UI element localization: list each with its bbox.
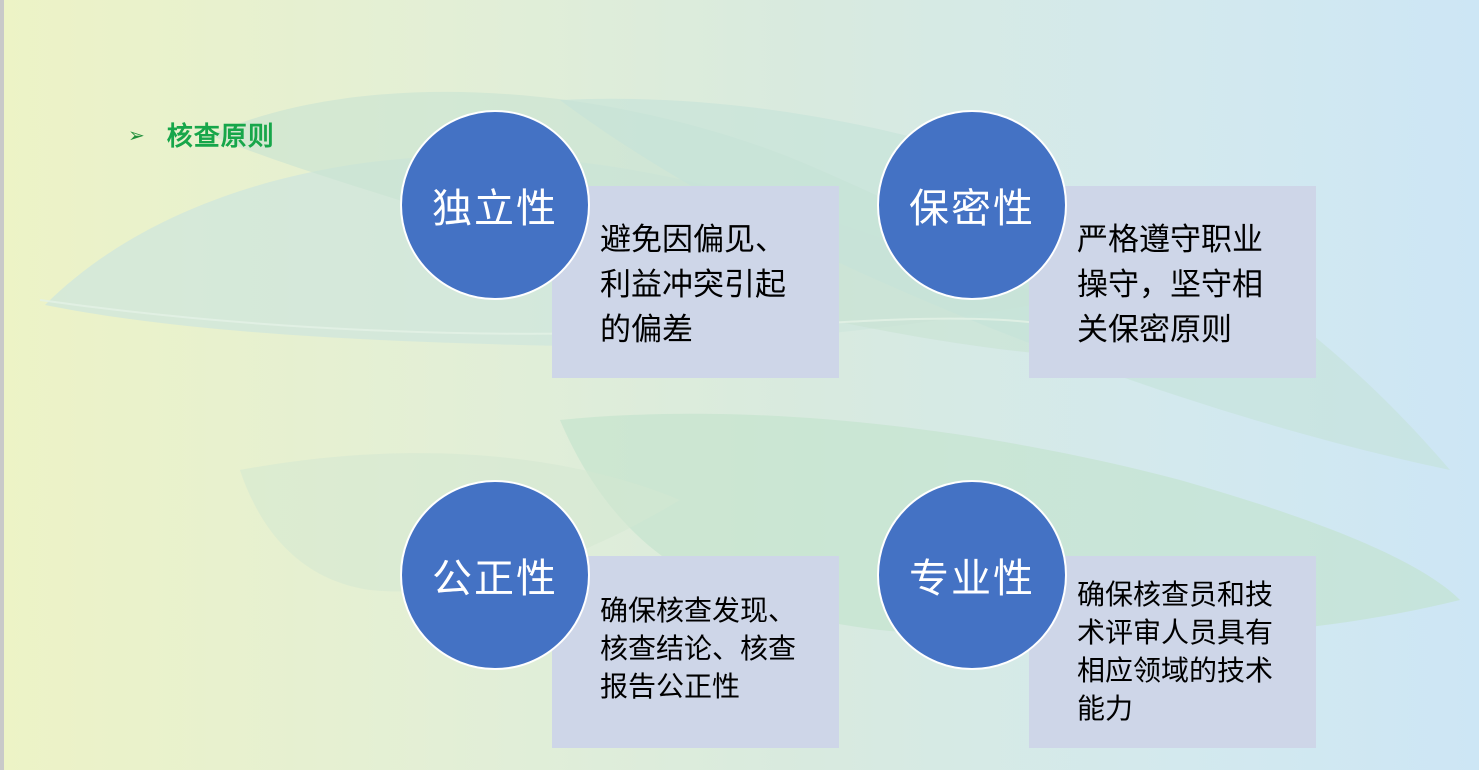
principle-description: 确保核查员和技 术评审人员具有 相应领域的技术 能力 [1077, 578, 1274, 725]
slide-left-edge [0, 0, 4, 770]
principle-description-box: 严格遵守职业 操守，坚守相 关保密原则 [1029, 186, 1316, 378]
principle-name: 专业性 [909, 556, 1035, 602]
principle-circle: 独立性 [400, 110, 590, 300]
section-title: 核查原则 [166, 122, 275, 152]
principle-name: 公正性 [432, 556, 558, 602]
principle-circle: 公正性 [400, 480, 590, 670]
principle-description: 确保核查发现、 核查结论、核查 报告公正性 [600, 594, 797, 703]
bullet-arrow-icon: ➢ [128, 122, 145, 147]
principle-description-box: 避免因偏见、 利益冲突引起 的偏差 [552, 186, 839, 378]
section-heading: ➢ 核查原则 [128, 116, 275, 153]
principle-description: 避免因偏见、 利益冲突引起 的偏差 [600, 222, 786, 348]
principle-description-box: 确保核查发现、 核查结论、核查 报告公正性 [552, 556, 839, 748]
principle-name: 独立性 [432, 186, 558, 232]
principle-name: 保密性 [909, 186, 1035, 232]
principle-description-box: 确保核查员和技 术评审人员具有 相应领域的技术 能力 [1029, 556, 1316, 748]
principle-circle: 专业性 [877, 480, 1067, 670]
principle-description: 严格遵守职业 操守，坚守相 关保密原则 [1077, 222, 1263, 348]
principle-circle: 保密性 [877, 110, 1067, 300]
